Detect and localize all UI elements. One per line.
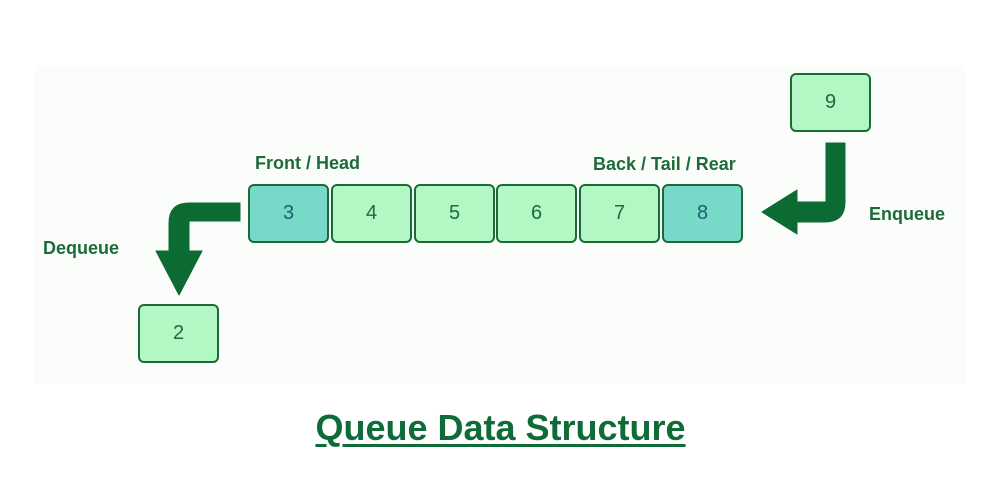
queue-element: 7	[579, 184, 660, 243]
diagram-title: Queue Data Structure	[0, 408, 1001, 448]
dequeued-element: 2	[138, 304, 219, 363]
queue-element-rear: 8	[662, 184, 743, 243]
queue-element: 5	[414, 184, 495, 243]
enqueue-label: Enqueue	[869, 204, 946, 224]
back-tail-rear-label: Back / Tail / Rear	[593, 154, 736, 174]
queue-element: 4	[331, 184, 412, 243]
dequeue-label: Dequeue	[43, 238, 120, 258]
diagram-title-text: Queue Data Structure	[315, 407, 686, 448]
front-head-label: Front / Head	[255, 153, 361, 173]
queue-element-front: 3	[248, 184, 329, 243]
queue-element: 6	[496, 184, 577, 243]
incoming-element: 9	[790, 73, 871, 132]
